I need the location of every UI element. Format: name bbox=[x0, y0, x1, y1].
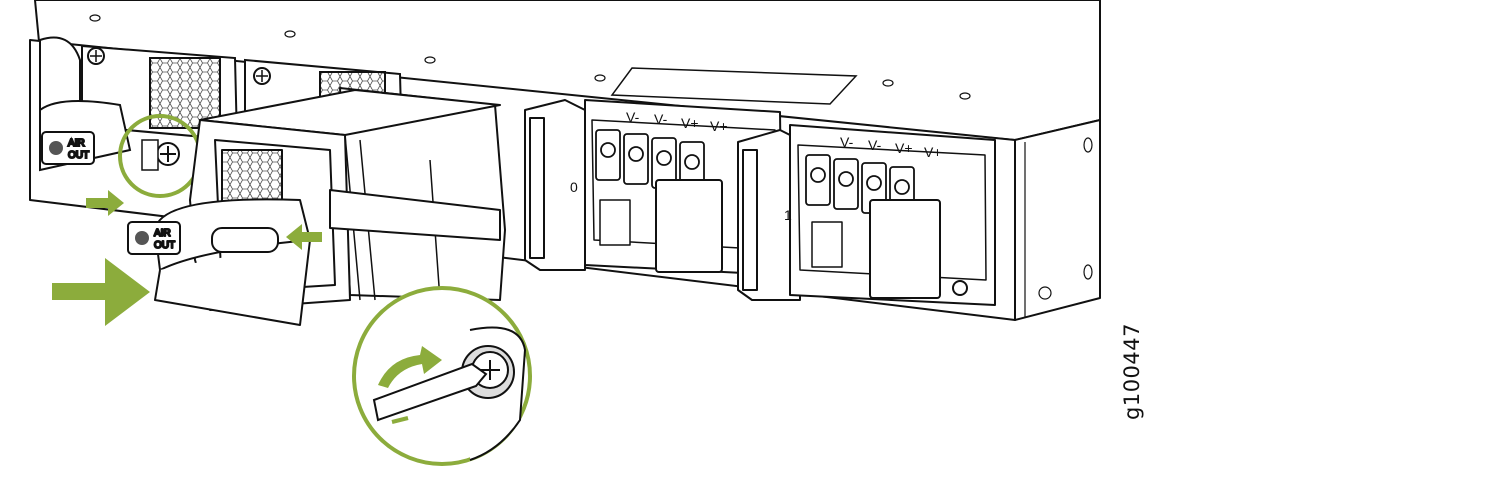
fan-label-out-1: OUT bbox=[68, 150, 89, 161]
fan-label-air-1: AIR bbox=[68, 138, 85, 149]
figure-id: g100447 bbox=[1120, 323, 1144, 420]
power-supply-1: 1 bbox=[737, 124, 996, 306]
fan-icon bbox=[49, 141, 63, 155]
psu-slot-0-label: 0 bbox=[570, 179, 578, 195]
small-arrow-handle-icon bbox=[286, 224, 322, 250]
fan-label-air-2: AIR bbox=[154, 228, 171, 239]
psu0-term-4: V+ bbox=[710, 118, 728, 134]
small-arrow-left-icon bbox=[86, 190, 124, 216]
fan-label-out-2: OUT bbox=[154, 240, 175, 251]
insert-direction-arrows bbox=[52, 190, 322, 326]
psu0-term-1: V- bbox=[626, 109, 640, 125]
fan-icon-2 bbox=[135, 231, 149, 245]
screwdriver-icon bbox=[372, 362, 488, 422]
screw-detail-callout bbox=[352, 286, 532, 466]
fan-module-inserting: AIR OUT bbox=[127, 87, 506, 326]
psu1-term-3: V+ bbox=[895, 140, 913, 156]
psu-slot-1-label: 1 bbox=[784, 207, 792, 223]
psu1-term-4: V+ bbox=[924, 144, 942, 160]
psu0-term-3: V+ bbox=[681, 115, 699, 131]
psu-1-terminal-labels: V- V- V+ V+ bbox=[840, 134, 942, 160]
installed-fan-module: AIR OUT bbox=[39, 100, 132, 172]
power-supply-0: 0 bbox=[524, 99, 783, 276]
fan-bay-left bbox=[39, 36, 239, 142]
psu1-term-1: V- bbox=[840, 134, 854, 150]
top-label-plate bbox=[610, 67, 858, 105]
large-insert-arrow-icon bbox=[52, 258, 150, 326]
rotate-arrow-icon bbox=[378, 346, 442, 388]
captive-screw-highlight bbox=[118, 114, 202, 198]
psu0-term-2: V- bbox=[654, 111, 668, 127]
psu1-term-2: V- bbox=[868, 137, 882, 153]
chassis-screws bbox=[89, 14, 1093, 300]
psu-0-terminal-labels: V- V- V+ V+ bbox=[626, 109, 728, 134]
